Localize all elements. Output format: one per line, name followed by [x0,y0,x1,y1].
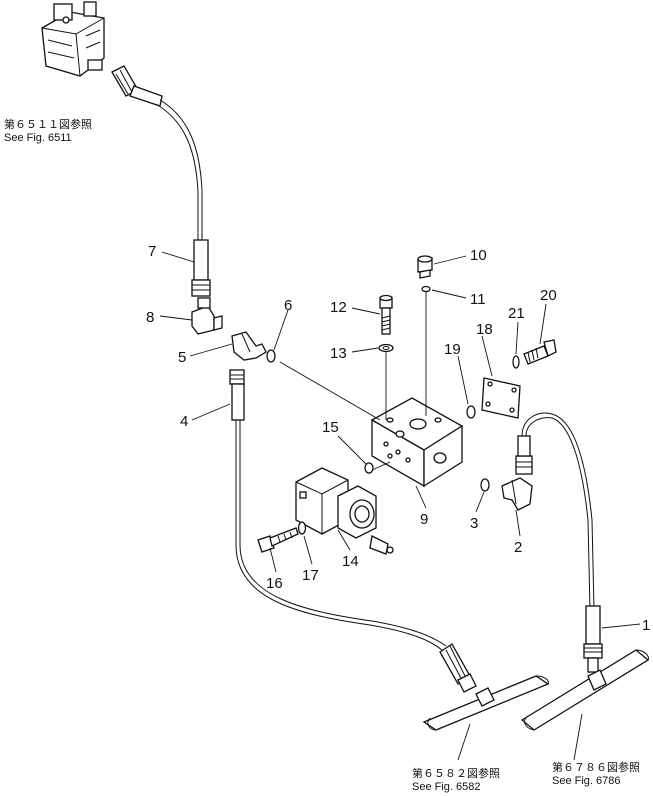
part-17-washer [297,521,307,535]
callout-13: 13 [330,345,347,362]
part-3-o-ring [480,478,490,492]
callout-15: 15 [322,419,339,436]
reference-6511-jp: 第６５１１図参照 [4,117,92,131]
part-20-bolt [523,339,557,365]
part-10-plug [417,255,433,279]
part-8-elbow [191,297,223,335]
part-13-washer [378,343,394,353]
hose-upper [159,99,203,245]
callout-12: 12 [330,299,347,316]
callout-4: 4 [180,413,188,430]
callout-labels: 1 2 3 4 5 6 7 8 9 10 11 12 13 14 15 16 1… [146,243,650,634]
callout-19: 19 [444,341,461,358]
upper-hose-fitting [111,65,163,107]
callout-6: 6 [284,297,292,314]
right-hose-fitting [515,435,533,475]
reference-6582-en: See Fig. 6582 [412,781,481,793]
part-4-hose-end [229,369,245,421]
part-19-o-ring [466,405,476,419]
callout-20: 20 [540,287,557,304]
part-15-o-ring [364,462,374,474]
reference-6786: 第６７８６図参照 See Fig. 6786 [552,760,640,787]
part-18-cover-plate [481,377,521,419]
callout-21: 21 [508,305,525,322]
part-6-o-ring [266,349,276,363]
part-11-o-ring [421,285,431,293]
leader-lines [159,251,641,761]
reference-6511-en: See Fig. 6511 [4,132,72,144]
callout-16: 16 [266,575,283,592]
callout-8: 8 [146,309,154,326]
callout-9: 9 [420,511,428,528]
bottom-tube-left [422,675,550,731]
upper-valve-assembly [41,1,105,77]
callout-5: 5 [178,349,186,366]
callout-17: 17 [302,567,319,584]
reference-6786-en: See Fig. 6786 [552,775,621,787]
part-2-elbow [501,477,533,511]
reference-6582: 第６５８２図参照 See Fig. 6582 [412,766,500,793]
part-5-elbow [231,331,267,361]
bottom-tube-right [520,649,650,731]
callout-14: 14 [342,553,359,570]
reference-6511: 第６５１１図参照 See Fig. 6511 [4,117,92,144]
part-12-bolt [379,294,393,335]
callout-2: 2 [514,539,522,556]
callout-18: 18 [476,321,493,338]
part-16-bolt [257,527,299,553]
hose-lower-left [235,420,443,651]
callout-7: 7 [148,243,156,260]
callout-1: 1 [642,617,650,634]
reference-6582-jp: 第６５８２図参照 [412,766,500,780]
callout-11: 11 [470,291,486,308]
callout-10: 10 [470,247,487,264]
reference-6786-jp: 第６７８６図参照 [552,760,640,774]
part-14-solenoid-valve [295,467,394,555]
part-1-hose-end [583,605,603,673]
part-21-washer [512,355,520,369]
part-9-manifold-block [370,397,464,488]
callout-3: 3 [470,515,478,532]
lower-left-hose-fitting [439,643,477,693]
part-7-hose-end [191,239,211,297]
hose-right [521,412,595,611]
